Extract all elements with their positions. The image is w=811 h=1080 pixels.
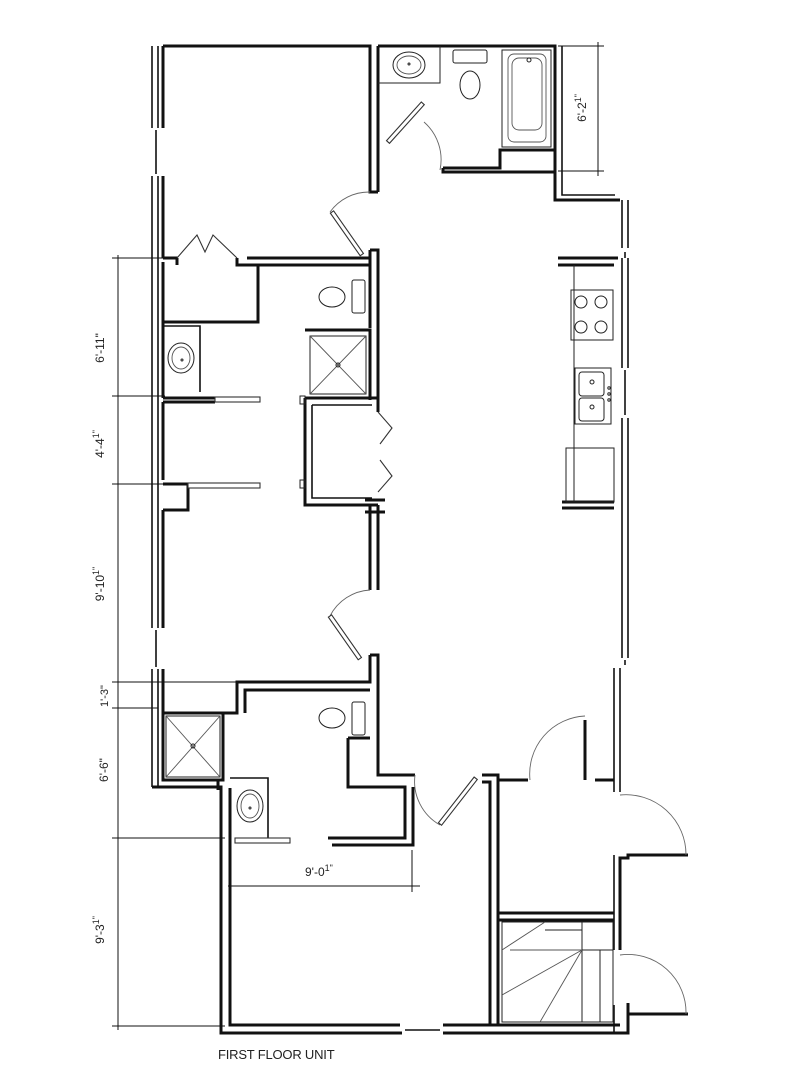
doors [176, 101, 687, 1015]
dimension-lines [112, 42, 604, 1030]
dim-label-4-4-1-4: 4'-41" [91, 430, 107, 458]
dim-label-1-3: 1'-3" [99, 685, 111, 707]
walls [151, 44, 688, 1035]
dimension-labels: 6'-11" 4'-41" 9'-101" 1'-3" 6'-6" 9'-31"… [91, 94, 589, 944]
dim-label-6-2-1-8: 6'-21" [573, 94, 589, 122]
dim-label-9-3-1-2: 9'-31" [91, 916, 107, 944]
kitchen-fixtures [565, 265, 615, 503]
partitions [161, 248, 614, 1025]
bath-south-fixtures [236, 701, 366, 823]
dim-label-9-0-1-8: 9'-01" [305, 863, 333, 879]
dim-label-6-6: 6'-6" [97, 758, 111, 782]
dim-label-6-11: 6'-11" [93, 333, 107, 363]
dim-label-9-10-1-2: 9'-101" [91, 567, 107, 602]
plan-title: FIRST FLOOR UNIT [218, 1047, 335, 1062]
bath-north-fixtures [378, 46, 552, 148]
stair [501, 921, 614, 1023]
bath-middle-fixtures [167, 279, 366, 374]
